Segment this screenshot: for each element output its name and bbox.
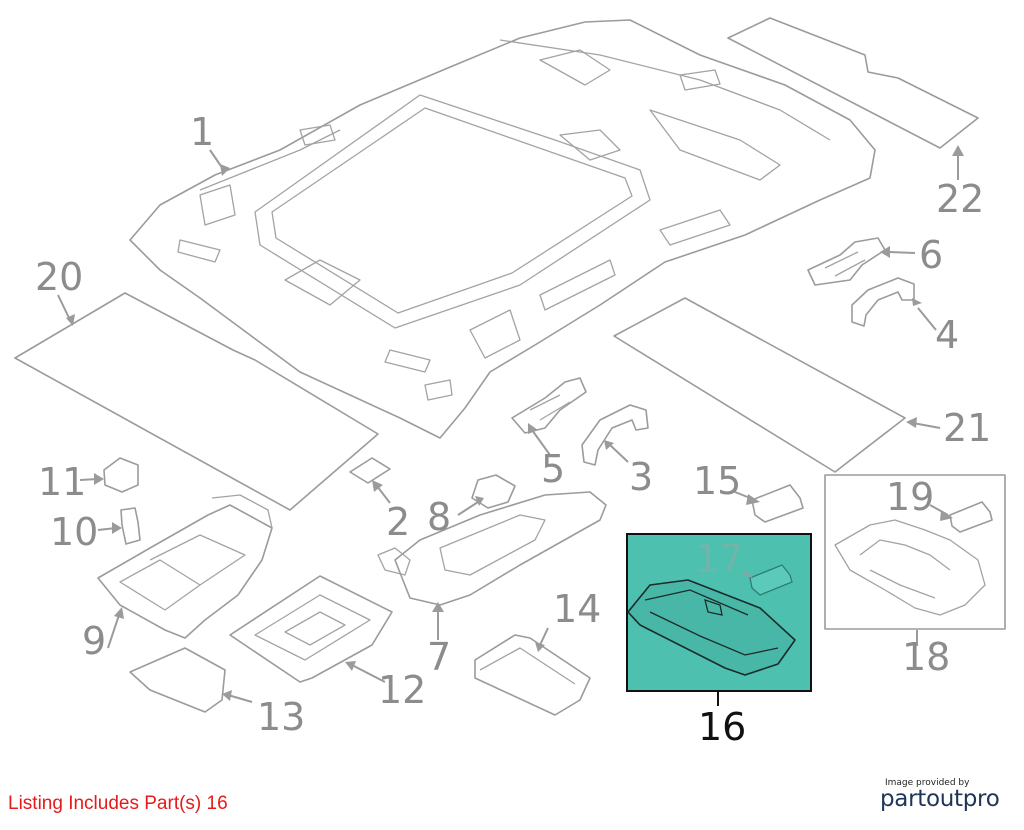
- part-2-pad: [349, 457, 391, 484]
- part-15-bulb: [751, 484, 804, 523]
- callout-20: 20: [35, 255, 83, 299]
- brand-logo-part2: pro: [962, 786, 1000, 812]
- part-12-bezel: [229, 575, 393, 683]
- callout-6: 6: [919, 233, 943, 277]
- part-6-bracket: [807, 237, 886, 286]
- part-4-grab-handle: [851, 277, 915, 327]
- brand-logo-part1: partout: [880, 786, 963, 812]
- part-20-panel: [14, 292, 379, 511]
- callout-14: 14: [553, 587, 601, 631]
- callout-19: 19: [886, 475, 934, 519]
- listing-caption: Listing Includes Part(s) 16: [8, 793, 228, 814]
- part-18-box: [824, 474, 1006, 630]
- brand-logo: partoutpro: [880, 786, 1000, 812]
- part-16-highlight: [626, 533, 812, 692]
- callout-3: 3: [629, 455, 653, 499]
- part-1-headliner: [129, 19, 876, 439]
- part-3-grab-handle: [581, 404, 649, 466]
- leader-lines: [57, 145, 964, 706]
- callout-7: 7: [427, 635, 451, 679]
- callout-labels: 1 2 3 4 5 6 7 8 9 10 11 12 13 14 15 16 1…: [35, 110, 991, 749]
- callout-5: 5: [541, 447, 565, 491]
- callout-8: 8: [427, 495, 451, 539]
- part-14-lamp: [474, 634, 591, 716]
- part-11-cap: [103, 457, 139, 493]
- callout-17: 17: [695, 537, 743, 581]
- callout-13: 13: [257, 695, 305, 739]
- callout-4: 4: [935, 313, 959, 357]
- part-19-bulb: [949, 501, 993, 533]
- callout-21: 21: [943, 406, 991, 450]
- callout-10: 10: [50, 510, 98, 554]
- callout-2: 2: [386, 500, 410, 544]
- image-credit: Image provided by: [885, 778, 970, 788]
- part-5-bracket: [511, 377, 587, 434]
- callout-22: 22: [936, 177, 984, 221]
- callout-18: 18: [902, 635, 950, 679]
- callout-1: 1: [190, 110, 214, 154]
- callout-12: 12: [378, 668, 426, 712]
- part-10-bulb: [120, 507, 141, 545]
- part-7-sun-visor: [377, 491, 607, 606]
- callout-11: 11: [38, 460, 86, 504]
- part-22-panel: [727, 17, 979, 149]
- callout-16: 16: [698, 705, 746, 749]
- part-9-console: [97, 494, 273, 639]
- part-13-cover: [129, 647, 226, 713]
- part-21-panel: [613, 297, 906, 473]
- callout-9: 9: [82, 619, 106, 663]
- callout-15: 15: [693, 459, 741, 503]
